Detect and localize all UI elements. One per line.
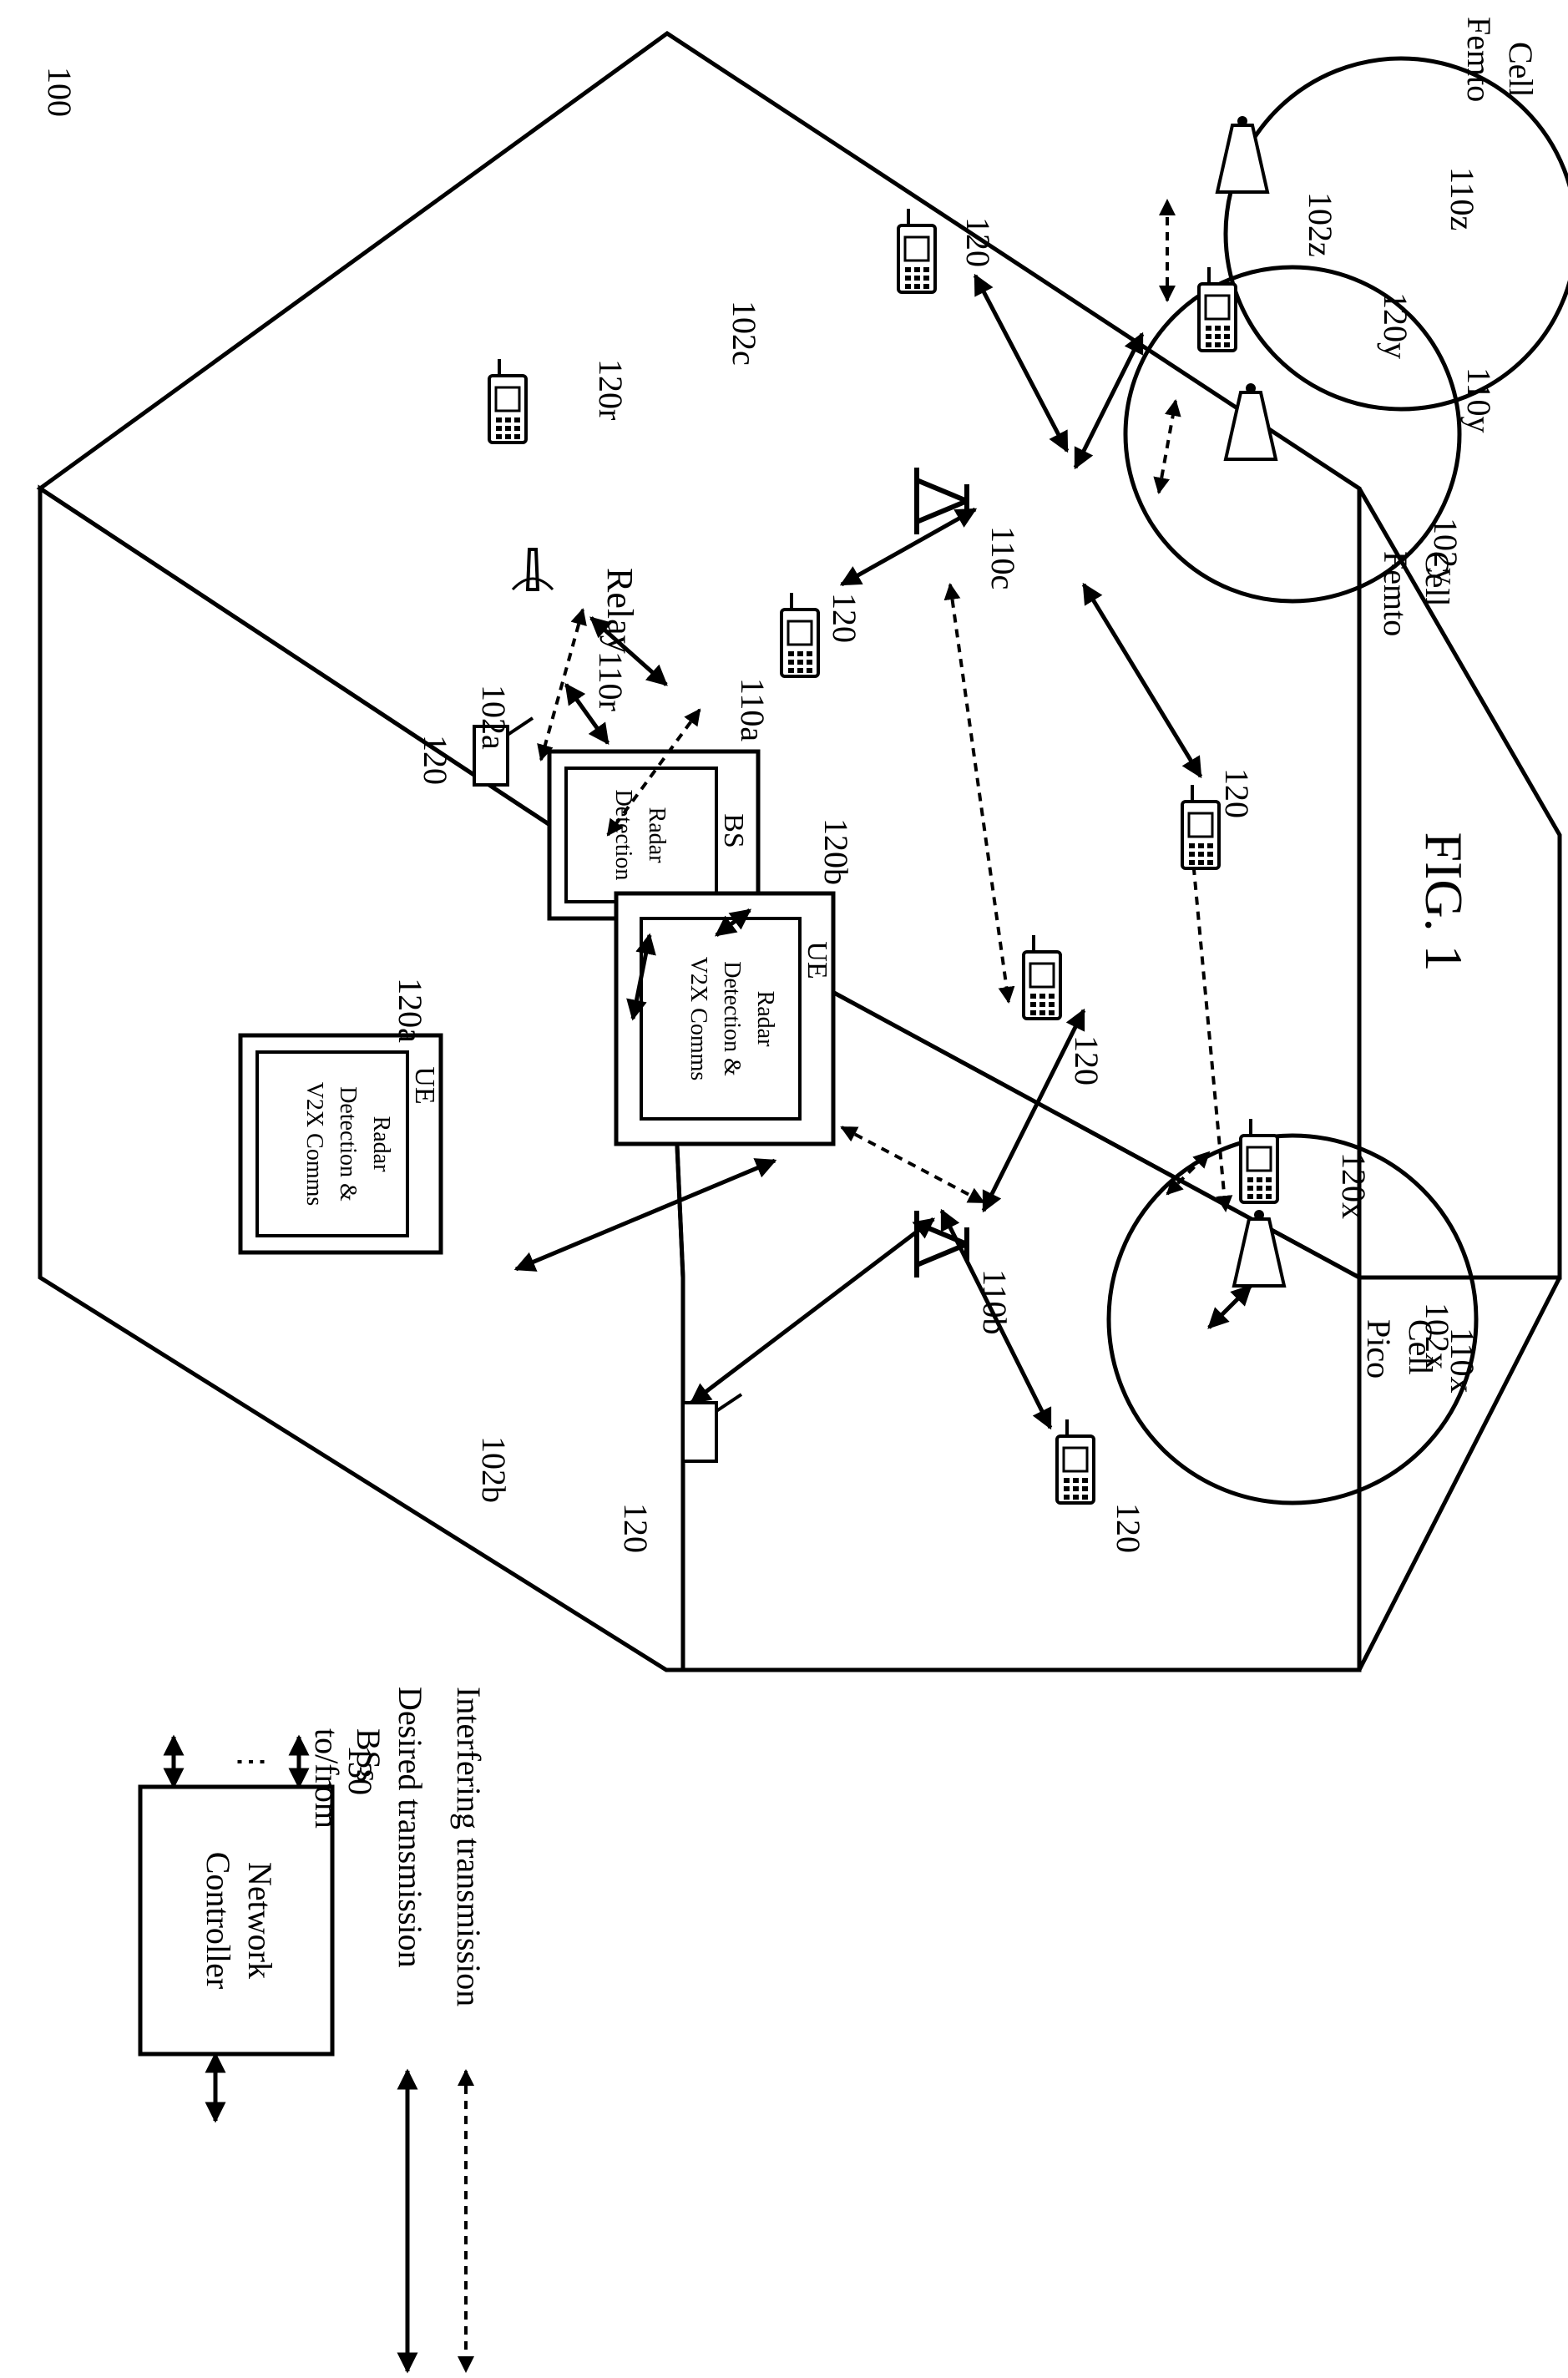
ue-b-func-3: V2X Comms <box>685 957 711 1081</box>
cell-102c-ref: 102c <box>726 301 763 366</box>
system-100-ref: 100 <box>41 67 78 117</box>
phone-120-c3-icon <box>1182 785 1219 868</box>
cell-102b-ref: 102b <box>475 1436 513 1503</box>
bs-func-1: Radar <box>644 807 670 864</box>
femto-110y-ref: 110y <box>1460 367 1498 433</box>
ue-120-b3-ref: 120 <box>617 1503 655 1553</box>
legend-interfering-label: Interfering transmission <box>450 1687 488 2006</box>
ue-a-title: UE <box>409 1066 440 1104</box>
nc-ellipsis: ⋮ <box>233 1745 271 1778</box>
ue-120x-ref: 120x <box>1335 1152 1373 1219</box>
ue-b-title: UE <box>802 941 832 979</box>
ue-120-c2-ref: 120 <box>959 217 997 267</box>
router-120-b-icon <box>683 1394 741 1461</box>
phone-120-c2-icon <box>898 209 935 292</box>
relay-icon <box>513 549 553 589</box>
ue-a-func-3: V2X Comms <box>301 1082 327 1207</box>
relay-110r-ref: 110r <box>592 651 630 711</box>
pico-tower-icon <box>1234 1210 1284 1286</box>
nc-line2: Controller <box>200 1852 237 1989</box>
bs-110b-ref: 110b <box>976 1269 1014 1335</box>
bs-110a-ref: 110a <box>734 678 771 742</box>
femto-y-tower-icon <box>1226 383 1276 459</box>
ue-120r-ref: 120r <box>592 359 630 420</box>
ue-b-func-1: Radar <box>752 991 778 1048</box>
ue-120y-ref: 120y <box>1377 292 1414 359</box>
bs-title: BS <box>718 813 749 848</box>
ue-120-c1-ref: 120 <box>826 593 863 643</box>
ue-120a: UE Radar Detection & V2X Comms <box>240 1035 441 1252</box>
phone-120-b1-icon <box>1024 935 1060 1019</box>
bs-func-2: Detection <box>610 790 636 881</box>
ue-120-b1-ref: 120 <box>1068 1035 1105 1085</box>
ue-120-b2-ref: 120 <box>1110 1503 1147 1553</box>
ue-b-func-2: Detection & <box>719 961 745 1076</box>
ue-120a-ref: 120a <box>392 978 429 1043</box>
ue-120b-ref: 120b <box>817 818 855 885</box>
ue-120-c3-ref: 120 <box>1218 768 1256 818</box>
bs-110c-icon <box>917 468 967 534</box>
network-controller: Network Controller <box>140 1787 332 2054</box>
nc-to-from-2: BSs <box>350 1728 387 1783</box>
relay-label: Relay <box>599 568 640 654</box>
pico-label-1: Pico <box>1360 1319 1398 1379</box>
phone-120-b2-icon <box>1057 1419 1094 1503</box>
ue-a-func-2: Detection & <box>335 1086 361 1202</box>
ue-a-func-1: Radar <box>368 1116 394 1173</box>
femto-y-label-2: Cell <box>1419 551 1456 607</box>
phone-120x-icon <box>1241 1119 1277 1202</box>
phone-120-c1-icon <box>781 593 818 676</box>
cell-102z-ref: 102z <box>1302 192 1339 257</box>
nc-line1: Network <box>241 1862 279 1979</box>
femto-z-label-1: Femto <box>1460 17 1498 102</box>
femto-110z-ref: 110z <box>1444 167 1481 230</box>
femto-y-label-1: Femto <box>1377 551 1414 636</box>
cell-102a-ref: 102a <box>475 685 513 750</box>
bs-110c-ref: 110c <box>984 526 1022 589</box>
legend-desired-label: Desired transmission <box>392 1687 429 1968</box>
phone-120r-icon <box>489 359 526 443</box>
figure-label: FIG. 1 <box>1414 832 1474 971</box>
nc-to-from-1: to/from <box>308 1728 346 1829</box>
pico-label-2: Cell <box>1402 1319 1439 1375</box>
femto-z-label-2: Cell <box>1502 42 1540 98</box>
ue-120-a-ref: 120 <box>417 735 454 785</box>
